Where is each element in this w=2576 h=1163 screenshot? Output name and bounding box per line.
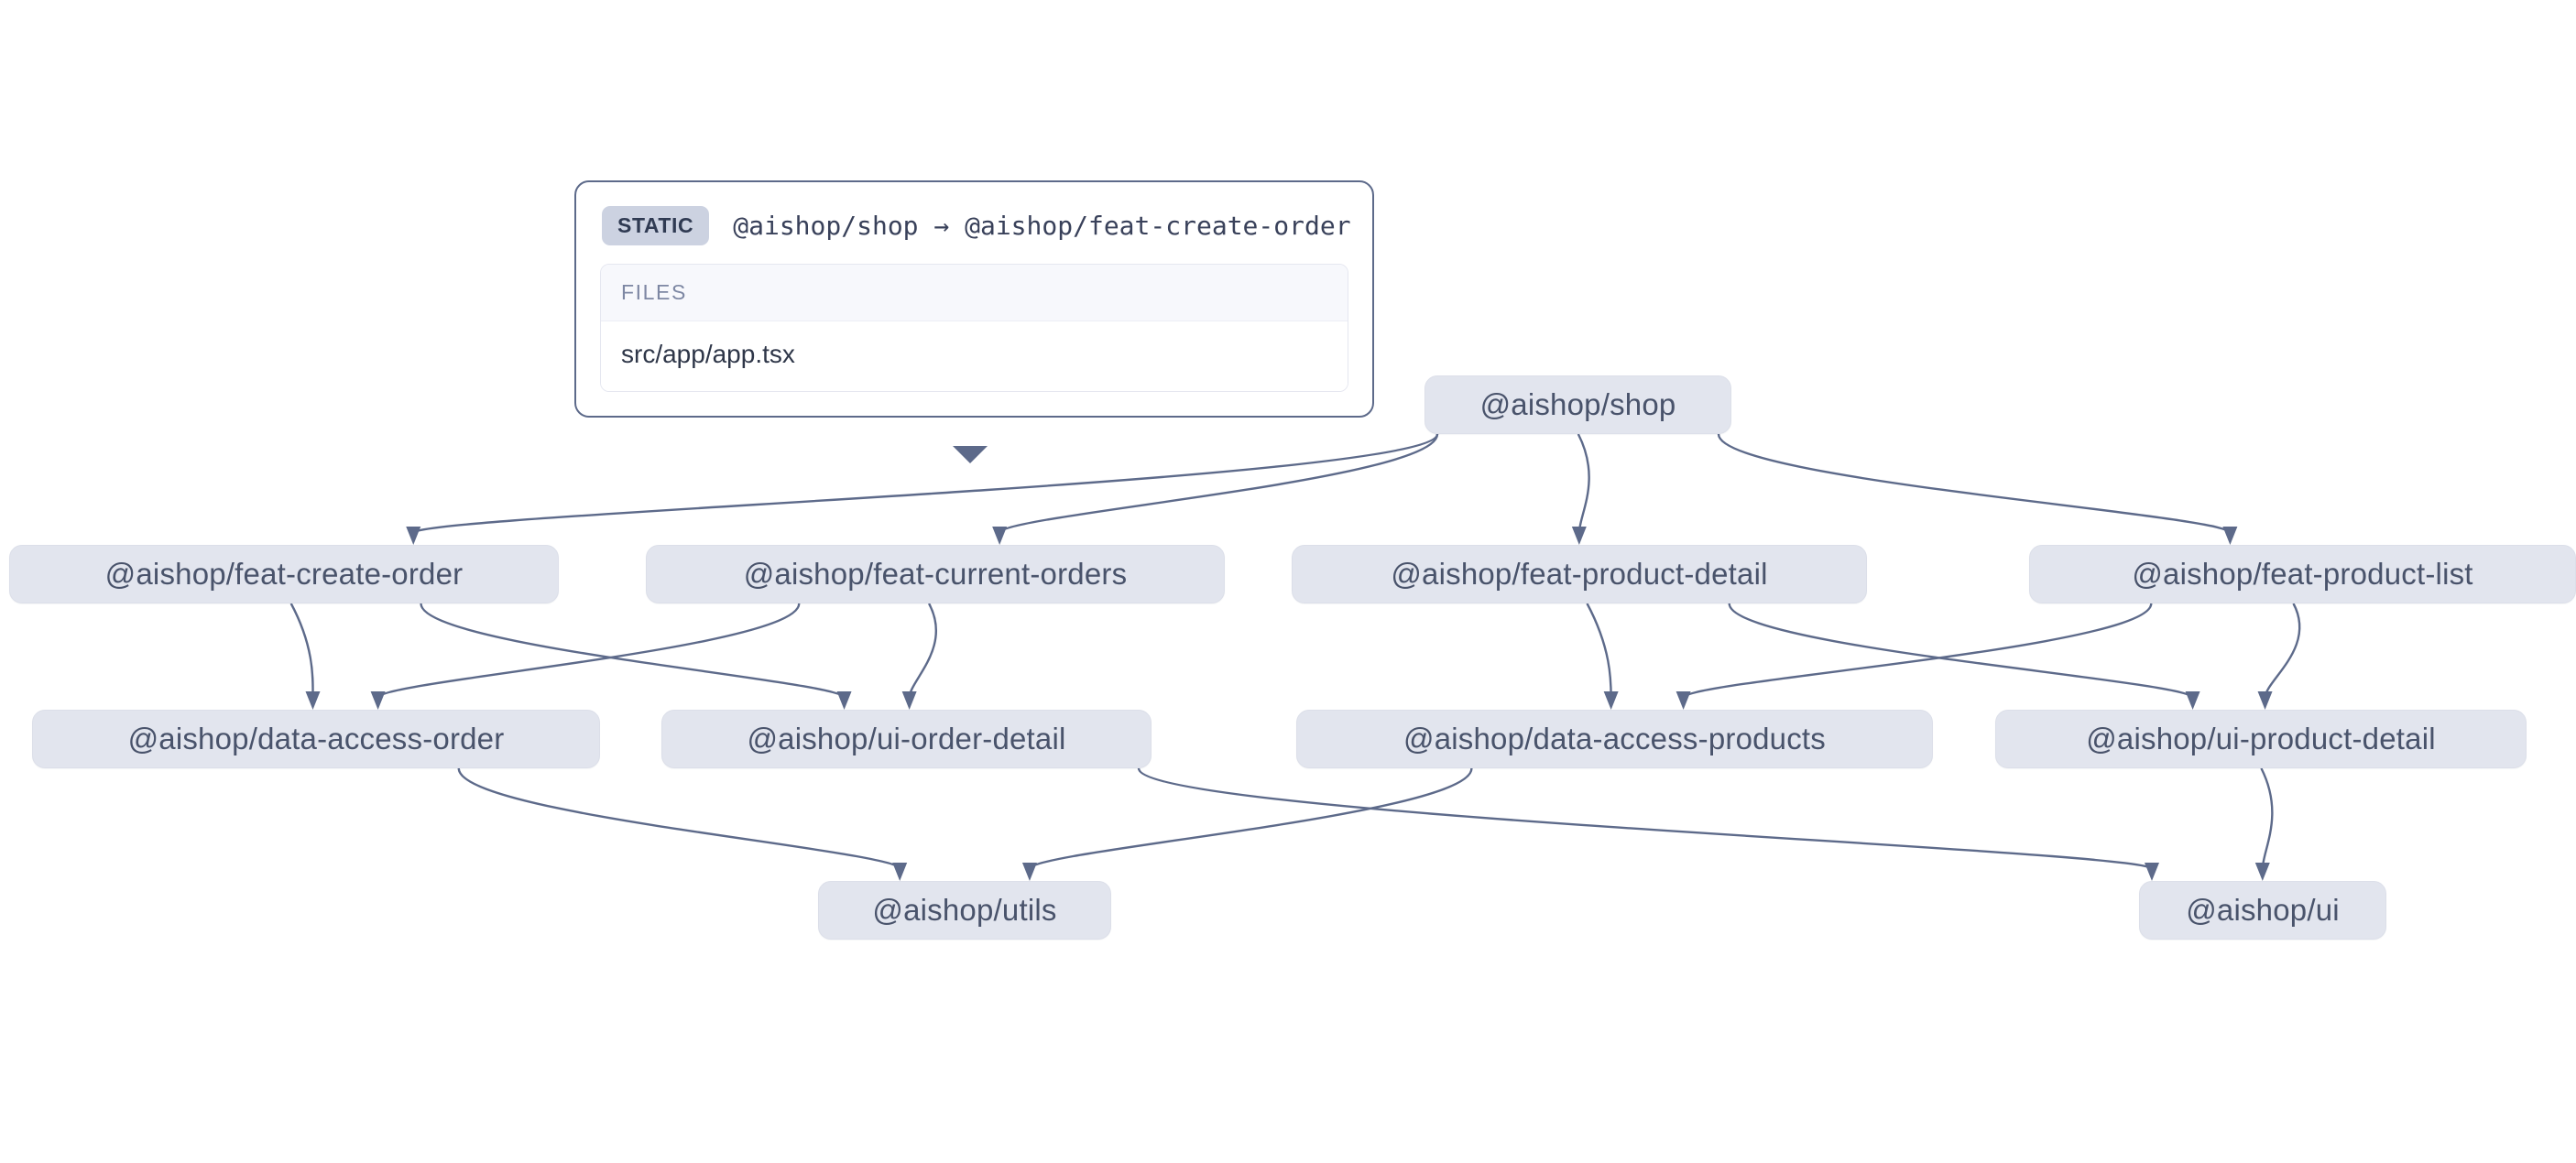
tooltip-title: @aishop/shop → @aishop/feat-create-order bbox=[733, 211, 1351, 241]
graph-node-label: @aishop/ui-order-detail bbox=[747, 722, 1066, 755]
graph-node-ui-product-detail[interactable]: @aishop/ui-product-detail bbox=[1995, 710, 2527, 768]
graph-edge-arrowhead bbox=[836, 691, 852, 710]
graph-node-label: @aishop/feat-product-list bbox=[2132, 557, 2473, 591]
graph-edge-arrowhead bbox=[305, 691, 321, 710]
file-row[interactable]: src/app/app.tsx bbox=[601, 321, 1348, 391]
graph-edge-feat-product-detail-to-ui-product-detail[interactable] bbox=[1728, 603, 2194, 700]
graph-node-label: @aishop/ui-product-detail bbox=[2086, 722, 2436, 755]
graph-edge-arrowhead bbox=[2185, 691, 2200, 710]
graph-edge-shop-to-feat-product-detail[interactable] bbox=[1577, 433, 1590, 534]
graph-node-label: @aishop/data-access-order bbox=[127, 722, 505, 755]
graph-node-feat-product-detail[interactable]: @aishop/feat-product-detail bbox=[1292, 545, 1867, 603]
graph-edge-arrowhead bbox=[2145, 863, 2159, 881]
graph-edge-feat-product-list-to-data-access-products[interactable] bbox=[1682, 603, 2153, 700]
graph-node-feat-product-list[interactable]: @aishop/feat-product-list bbox=[2029, 545, 2576, 603]
graph-edge-feat-product-detail-to-data-access-products[interactable] bbox=[1586, 603, 1612, 699]
graph-node-ui[interactable]: @aishop/ui bbox=[2139, 881, 2386, 940]
graph-edge-shop-to-feat-product-list[interactable] bbox=[1717, 433, 2232, 535]
graph-node-utils[interactable]: @aishop/utils bbox=[818, 881, 1111, 940]
graph-edge-feat-create-order-to-data-access-order[interactable] bbox=[289, 603, 314, 699]
tooltip-header: STATIC @aishop/shop → @aishop/feat-creat… bbox=[600, 202, 1351, 264]
graph-edge-arrowhead bbox=[2254, 863, 2270, 881]
graph-node-label: @aishop/feat-create-order bbox=[104, 557, 464, 591]
graph-node-ui-order-detail[interactable]: @aishop/ui-order-detail bbox=[661, 710, 1152, 768]
files-list: src/app/app.tsx bbox=[601, 321, 1348, 391]
edge-detail-tooltip: STATIC @aishop/shop → @aishop/feat-creat… bbox=[574, 180, 1374, 418]
graph-node-data-access-products[interactable]: @aishop/data-access-products bbox=[1296, 710, 1933, 768]
graph-edge-arrowhead bbox=[1675, 691, 1691, 710]
graph-node-label: @aishop/utils bbox=[872, 893, 1057, 927]
graph-node-label: @aishop/feat-product-detail bbox=[1391, 557, 1768, 591]
graph-edge-data-access-order-to-utils[interactable] bbox=[457, 767, 901, 871]
graph-edge-arrowhead bbox=[370, 691, 386, 710]
graph-edge-ui-product-detail-to-ui[interactable] bbox=[2260, 767, 2274, 870]
static-badge: STATIC bbox=[602, 206, 710, 245]
graph-node-label: @aishop/feat-current-orders bbox=[743, 557, 1128, 591]
files-panel-header: FILES bbox=[601, 265, 1348, 321]
graph-node-shop[interactable]: @aishop/shop bbox=[1424, 375, 1731, 434]
graph-edge-arrowhead bbox=[2257, 691, 2273, 710]
graph-edge-shop-to-feat-current-orders[interactable] bbox=[998, 433, 1439, 535]
files-panel: FILES src/app/app.tsx bbox=[600, 264, 1348, 392]
graph-edge-arrowhead bbox=[892, 863, 908, 881]
graph-node-label: @aishop/ui bbox=[2186, 893, 2340, 927]
graph-edge-feat-current-orders-to-data-access-order[interactable] bbox=[377, 603, 801, 700]
graph-node-feat-current-orders[interactable]: @aishop/feat-current-orders bbox=[646, 545, 1225, 603]
graph-edge-arrowhead bbox=[406, 527, 421, 545]
graph-edge-feat-product-list-to-ui-product-detail[interactable] bbox=[2264, 603, 2301, 699]
graph-node-label: @aishop/data-access-products bbox=[1403, 722, 1826, 755]
graph-edge-feat-create-order-to-ui-order-detail[interactable] bbox=[420, 603, 846, 700]
graph-node-label: @aishop/shop bbox=[1479, 387, 1676, 421]
graph-edge-feat-current-orders-to-ui-order-detail[interactable] bbox=[908, 603, 937, 699]
graph-node-feat-create-order[interactable]: @aishop/feat-create-order bbox=[9, 545, 559, 603]
graph-edge-arrowhead bbox=[901, 691, 917, 710]
graph-edge-arrowhead bbox=[1021, 863, 1037, 881]
graph-edge-data-access-products-to-utils[interactable] bbox=[1028, 767, 1473, 871]
graph-node-data-access-order[interactable]: @aishop/data-access-order bbox=[32, 710, 600, 768]
graph-edge-ui-order-detail-to-ui[interactable] bbox=[1137, 767, 2154, 871]
graph-edge-arrowhead bbox=[992, 527, 1008, 545]
graph-edge-arrowhead bbox=[1571, 527, 1587, 545]
graph-edge-arrowhead bbox=[2222, 527, 2238, 545]
graph-edge-arrowhead bbox=[1603, 691, 1619, 710]
graph-edge-shop-to-feat-create-order[interactable] bbox=[412, 433, 1439, 535]
tooltip-pointer-icon bbox=[953, 446, 988, 463]
